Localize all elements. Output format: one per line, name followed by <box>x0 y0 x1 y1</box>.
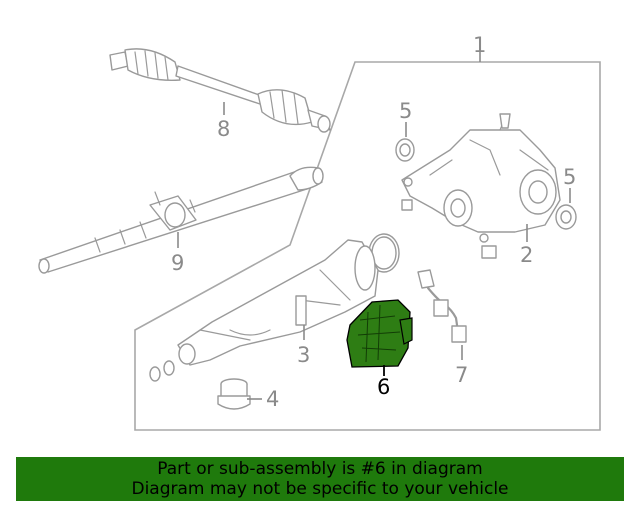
control-module-highlighted <box>346 299 413 368</box>
wiring-harness <box>417 269 467 343</box>
callout-1: 1 <box>473 33 486 57</box>
callout-9: 9 <box>171 251 184 275</box>
seal-left <box>395 138 415 162</box>
callout-5-right: 5 <box>563 165 576 189</box>
callout-3: 3 <box>297 343 310 367</box>
propeller-shaft <box>38 166 324 274</box>
small-ring-a <box>149 366 161 382</box>
seal-right <box>555 204 577 230</box>
callout-5-left: 5 <box>399 99 412 123</box>
torque-tube-housing <box>177 239 379 366</box>
banner-line-1: Part or sub-assembly is #6 in diagram <box>157 459 483 479</box>
bushing <box>217 378 251 410</box>
callout-6: 6 <box>377 375 390 399</box>
callout-8: 8 <box>217 117 230 141</box>
callout-4: 4 <box>266 387 279 411</box>
small-ring-b <box>163 360 175 376</box>
banner-line-2: Diagram may not be specific to your vehi… <box>131 479 509 499</box>
callout-7: 7 <box>455 363 468 387</box>
differential-carrier <box>401 113 561 259</box>
info-banner: Part or sub-assembly is #6 in diagram Di… <box>16 457 624 501</box>
parts-diagram: 1 8 9 2 <box>38 33 601 431</box>
assembly-outline <box>134 61 601 431</box>
axle-shaft <box>109 48 331 133</box>
callout-2: 2 <box>520 243 533 267</box>
